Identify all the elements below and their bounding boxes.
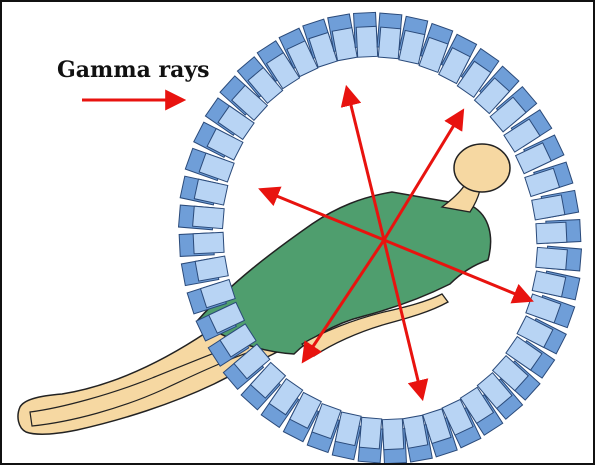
detector-block bbox=[532, 269, 580, 300]
detector-block bbox=[376, 13, 402, 59]
detector-block bbox=[531, 190, 578, 220]
detector-block bbox=[180, 176, 228, 207]
detector-block bbox=[536, 245, 582, 271]
detector-block bbox=[179, 205, 225, 231]
detector-block bbox=[354, 12, 378, 57]
patient-head bbox=[454, 144, 510, 192]
detector-block bbox=[358, 417, 384, 463]
detector-block bbox=[382, 419, 406, 463]
detector-block bbox=[536, 220, 581, 244]
detector-block bbox=[179, 232, 224, 256]
detector-block bbox=[181, 256, 228, 286]
